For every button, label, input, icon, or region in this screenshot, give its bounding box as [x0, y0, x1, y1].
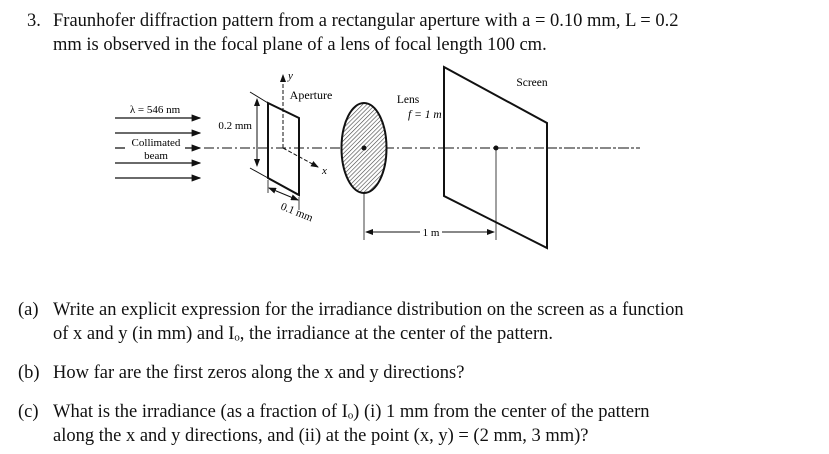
part-a-label: (a): [18, 300, 39, 320]
distance-label: 1 m: [423, 227, 440, 239]
part-c-line-2: along the x and y directions, and (ii) a…: [53, 426, 589, 446]
problem-number: 3.: [27, 11, 41, 31]
x-axis-label: x: [321, 165, 327, 177]
lens-label: Lens: [397, 94, 420, 106]
part-a-line-1: Write an explicit expression for the irr…: [53, 300, 684, 320]
aperture-label: Aperture: [290, 88, 333, 102]
part-c-line-1: What is the irradiance (as a fraction of…: [53, 402, 650, 422]
beam-label-2: beam: [144, 150, 168, 162]
beam-label-1: Collimated: [132, 137, 181, 149]
part-c-label: (c): [18, 402, 39, 422]
problem-line-2: mm is observed in the focal plane of a l…: [53, 35, 547, 55]
part-b-label: (b): [18, 363, 40, 383]
diffraction-setup-diagram: λ = 546 nm Collimated beam 0.2 mm y Aper…: [115, 65, 640, 250]
aperture-height-label: 0.2 mm: [218, 120, 252, 132]
screen: [443, 65, 548, 250]
part-b-line-1: How far are the first zeros along the x …: [53, 363, 465, 383]
part-a-line-2: of x and y (in mm) and Iₒ, the irradianc…: [53, 324, 553, 344]
problem-line-1: Fraunhofer diffraction pattern from a re…: [53, 11, 679, 31]
y-axis-label: y: [287, 70, 293, 82]
wavelength-label: λ = 546 nm: [130, 104, 181, 116]
focal-length-label: f = 1 m: [408, 109, 442, 121]
aperture: [249, 74, 319, 210]
aperture-width-label: 0.1 mm: [279, 201, 315, 225]
beam-arrows: [115, 114, 202, 182]
screen-label: Screen: [516, 77, 548, 89]
